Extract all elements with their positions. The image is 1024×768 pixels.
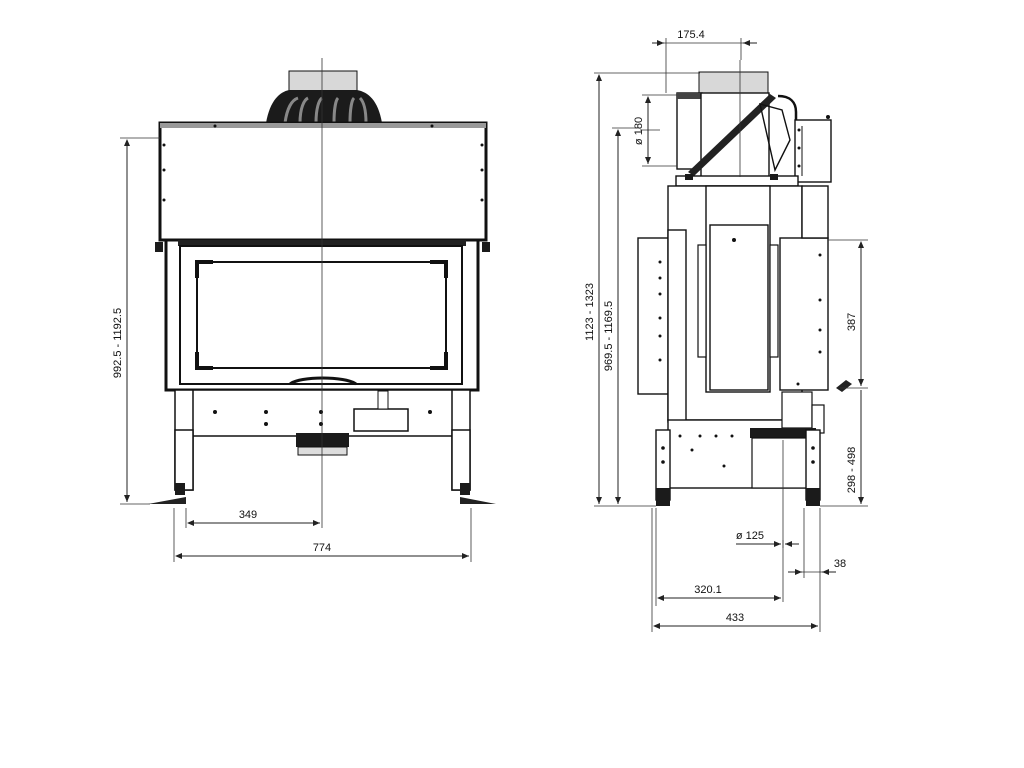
side-total-height-label: 1123 - 1323 xyxy=(584,283,596,341)
front-glass-door xyxy=(196,261,447,369)
side-inner-height-label: 969.5 - 1169.5 xyxy=(603,301,615,371)
side-right-panel xyxy=(779,237,829,391)
front-dimensions: 992.5 - 1192.5 349 774 xyxy=(112,137,472,562)
side-mid-offset-label: 320.1 xyxy=(694,584,722,596)
side-dimensions: 175.4 ø 180 1123 - 1323 969.5 - 1169.5 3… xyxy=(584,29,868,632)
side-door-panel xyxy=(637,237,669,395)
front-offset-label: 349 xyxy=(239,509,257,521)
front-width-label: 774 xyxy=(313,542,331,554)
side-view xyxy=(637,60,852,602)
front-legs xyxy=(148,389,496,504)
side-base-height-label: 298 - 498 xyxy=(846,447,858,493)
side-bottom-diameter-label: ø 125 xyxy=(736,530,764,542)
side-offset-label: 38 xyxy=(834,558,846,570)
front-height-label: 992.5 - 1192.5 xyxy=(112,308,124,378)
front-flue-collar xyxy=(266,70,382,124)
side-panel-height-label: 387 xyxy=(846,313,858,331)
front-base xyxy=(185,389,461,437)
side-top-offset-label: 175.4 xyxy=(677,29,705,41)
front-hood xyxy=(158,121,488,242)
side-depth-label: 433 xyxy=(726,612,744,624)
side-pipe-diameter-label: ø 180 xyxy=(633,117,645,145)
front-view xyxy=(148,58,496,528)
side-flue-pipe xyxy=(698,71,769,95)
